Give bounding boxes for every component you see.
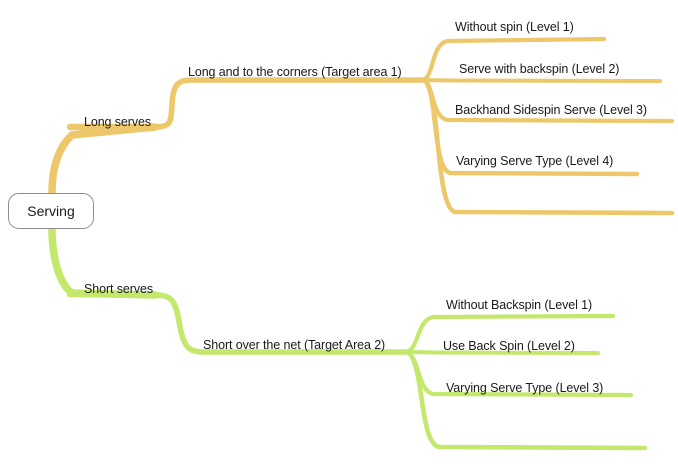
edge-long-serves-to-target1 [153, 77, 427, 130]
leaf-label-serve-with-backspin-level-2[interactable]: Serve with backspin (Level 2) [459, 62, 620, 76]
edge-target1-to-empty-leaf [424, 80, 675, 216]
leaf-label-without-backspin-level-1[interactable]: Without Backspin (Level 1) [446, 298, 593, 312]
edge-target1-to-serve-with-backspin [422, 78, 662, 83]
edge-root-to-long-serves [48, 123, 159, 197]
leaf-label-without-spin-level-1[interactable]: Without spin (Level 1) [455, 20, 574, 34]
edge-target1-to-without-spin [422, 36, 607, 82]
edge-target2-to-without-backspin [406, 313, 616, 354]
edge-short-serves-to-target2 [153, 292, 411, 355]
leaf-label-use-back-spin-level-2[interactable]: Use Back Spin (Level 2) [443, 339, 575, 353]
root-node-label: Serving [27, 203, 75, 219]
edge-short-serves-underline [66, 290, 161, 299]
leaf-label-backhand-sidespin-serve-level-3[interactable]: Backhand Sidespin Serve (Level 3) [455, 103, 647, 117]
edge-target2-to-use-back-spin [406, 350, 600, 355]
branch-label-short-serves[interactable]: Short serves [84, 282, 153, 296]
branch-label-long-serves[interactable]: Long serves [84, 115, 151, 129]
leaf-label-varying-serve-type-level-3[interactable]: Varying Serve Type (Level 3) [446, 381, 604, 395]
leaf-label-varying-serve-type-level-4[interactable]: Varying Serve Type (Level 4) [456, 154, 614, 168]
root-node[interactable]: Serving [8, 193, 94, 229]
node-label-short-over-the-net[interactable]: Short over the net (Target Area 2) [203, 338, 386, 352]
node-label-long-and-to-the-corners[interactable]: Long and to the corners (Target area 1) [188, 65, 402, 79]
edge-target2-to-empty-leaf [407, 351, 648, 451]
